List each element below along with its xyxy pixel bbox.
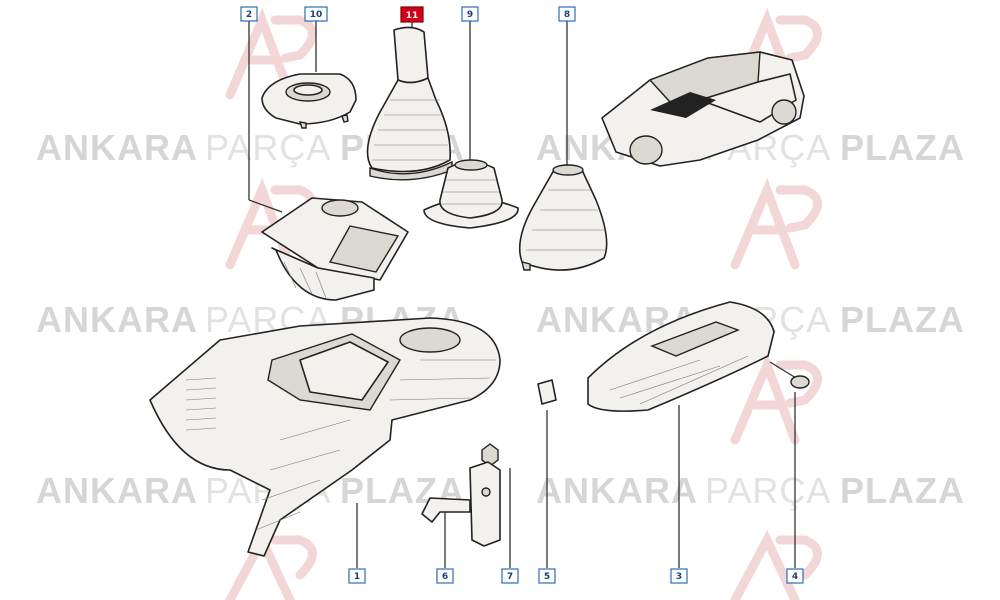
watermark-word-ankara: ANKARA <box>36 127 198 168</box>
callout-7[interactable]: 7 <box>501 568 519 584</box>
part-2-console-insert[interactable] <box>261 197 409 301</box>
callout-11-selected[interactable]: 11 <box>400 6 424 23</box>
callout-4-label: 4 <box>792 572 798 582</box>
part-1-console-body[interactable] <box>149 317 501 557</box>
watermark-word-ankara: ANKARA <box>36 470 198 511</box>
leader-lines <box>248 20 796 568</box>
watermark-word-plaza: PLAZA <box>840 299 965 340</box>
callout-3-label: 3 <box>676 572 682 582</box>
callout-1[interactable]: 1 <box>348 568 366 584</box>
callout-9[interactable]: 9 <box>461 6 479 22</box>
watermark-row-2-right: ANKARA PARÇA PLAZA <box>536 299 965 340</box>
watermark-row-3-right: ANKARA PARÇA PLAZA <box>536 470 965 511</box>
callout-8[interactable]: 8 <box>558 6 576 22</box>
watermark-word-parca: PARÇA <box>205 127 331 168</box>
watermark-word-plaza: PLAZA <box>840 470 965 511</box>
part-3-armrest[interactable] <box>587 301 775 412</box>
part-4-screw[interactable] <box>769 361 810 389</box>
watermark-logo-bottom-left <box>225 529 317 600</box>
callout-3[interactable]: 3 <box>670 568 688 584</box>
callout-7-label: 7 <box>507 572 513 582</box>
callout-8-label: 8 <box>564 10 570 20</box>
callout-5-label: 5 <box>544 572 550 582</box>
leader-line-2b <box>248 199 283 213</box>
part-8-outer-boot[interactable] <box>518 164 608 271</box>
part-7-nut[interactable] <box>481 443 499 467</box>
part-6-bracket[interactable] <box>421 461 501 547</box>
vehicle-thumbnail <box>601 51 805 167</box>
callout-10-label: 10 <box>310 10 323 20</box>
watermark-logo-top-left <box>225 7 317 100</box>
watermark-logo-bottom-right <box>730 529 822 600</box>
part-10-trim-bezel[interactable] <box>261 73 357 129</box>
callout-9-label: 9 <box>467 10 473 20</box>
callout-2[interactable]: 2 <box>240 6 258 22</box>
callout-10[interactable]: 10 <box>304 6 328 22</box>
watermark-logo-mid-right <box>730 177 822 270</box>
watermark-word-parca: PARÇA <box>705 470 831 511</box>
callout-4[interactable]: 4 <box>786 568 804 584</box>
watermark-word-ankara: ANKARA <box>36 299 198 340</box>
callout-11-label: 11 <box>406 11 419 21</box>
part-5-clip[interactable] <box>537 379 557 405</box>
callout-6-label: 6 <box>442 572 448 582</box>
callout-5[interactable]: 5 <box>538 568 556 584</box>
callout-2-label: 2 <box>246 10 252 20</box>
callout-6[interactable]: 6 <box>436 568 454 584</box>
part-9-inner-boot[interactable] <box>423 159 519 229</box>
callout-1-label: 1 <box>354 572 360 582</box>
watermark-logo-low-right <box>730 352 822 445</box>
watermark-word-plaza: PLAZA <box>840 127 965 168</box>
part-11-gear-knob-boot[interactable] <box>366 26 453 181</box>
watermark-word-ankara: ANKARA <box>536 470 698 511</box>
